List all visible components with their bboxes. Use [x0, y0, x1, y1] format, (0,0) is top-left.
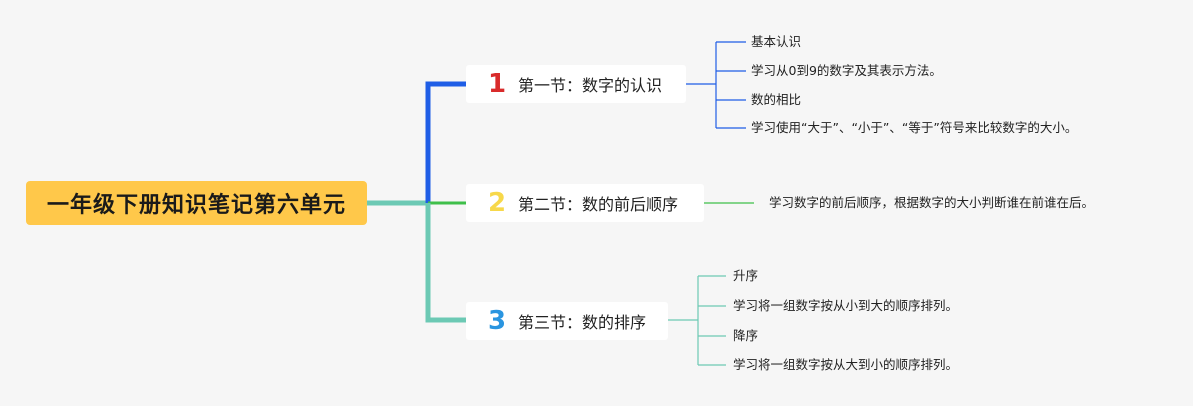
root-node[interactable]: 一年级下册知识笔记第六单元: [26, 181, 367, 225]
section-node-3[interactable]: 3 第三节：数的排序: [466, 302, 668, 340]
leaf-1-2[interactable]: 学习从0到9的数字及其表示方法。: [751, 63, 942, 78]
leaf-1-4[interactable]: 学习使用“大于”、“小于”、“等于”符号来比较数字的大小。: [751, 120, 1078, 135]
section-number-3: 3: [487, 306, 507, 336]
section-number-2: 2: [487, 188, 507, 218]
leaf-lines-1: [686, 41, 746, 129]
branch-line-1: [425, 81, 468, 203]
section-title-2: 第二节：数的前后顺序: [518, 195, 679, 214]
section-number-1: 1: [487, 69, 507, 99]
leaf-3-4[interactable]: 学习将一组数字按从大到小的顺序排列。: [733, 357, 959, 372]
leaf-1-3[interactable]: 数的相比: [751, 92, 802, 107]
leaf-2-1[interactable]: 学习数字的前后顺序，根据数字的大小判断谁在前谁在后。: [769, 195, 1095, 210]
leaf-3-2[interactable]: 学习将一组数字按从小到大的顺序排列。: [733, 298, 959, 313]
leaf-lines-3: [668, 275, 726, 366]
section-node-2[interactable]: 2 第二节：数的前后顺序: [466, 184, 704, 222]
leaf-1-1[interactable]: 基本认识: [751, 34, 802, 49]
root-title: 一年级下册知识笔记第六单元: [46, 193, 346, 218]
branch-line-3: [425, 203, 468, 323]
leaf-3-1[interactable]: 升序: [733, 268, 759, 283]
section-title-1: 第一节：数字的认识: [518, 76, 663, 95]
section-title-3: 第三节：数的排序: [518, 313, 647, 332]
leaf-3-3[interactable]: 降序: [733, 328, 759, 343]
section-node-1[interactable]: 1 第一节：数字的认识: [466, 65, 686, 103]
